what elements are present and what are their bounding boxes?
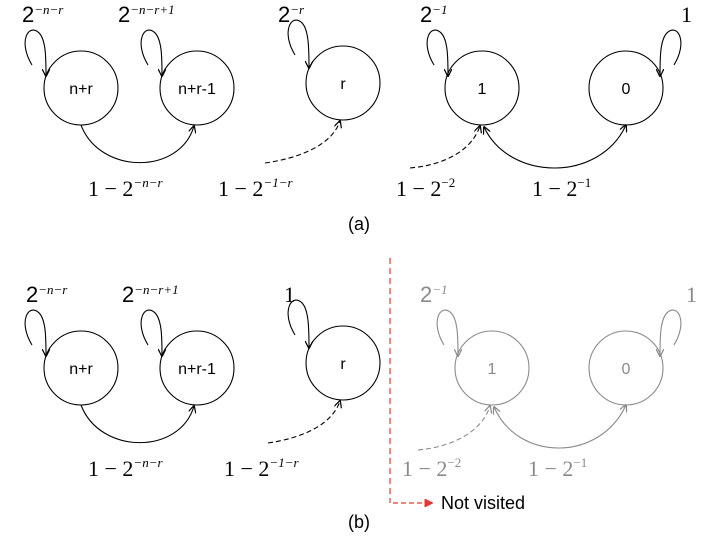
loop-label-b-one: 2−1 (420, 282, 448, 307)
panel-b-caption: (b) (348, 512, 370, 532)
loop-label-b-n-plus-r: 2−n−r (26, 282, 68, 307)
edge-label-b-into-r: 1 − 2−1−r (224, 455, 299, 481)
edge-b-n-plus-r-to-n-plus-r-minus-1 (80, 405, 194, 444)
node-b-n-plus-r-minus-1: n+r-1 (159, 330, 235, 406)
edge-b-zero-to-one (494, 405, 626, 449)
self-loop-a-r (287, 19, 309, 68)
self-loop-b-zero (660, 309, 682, 356)
node-a-r: r (305, 45, 381, 121)
edge-label-a-zero-to-one: 1 − 2−1 (532, 175, 591, 201)
node-label: r (340, 76, 346, 93)
node-label: 0 (622, 361, 631, 378)
loop-label-a-n-plus-r-minus-1: 2−n−r+1 (118, 2, 175, 27)
node-label: 1 (488, 361, 497, 378)
loop-label-a-r: 2−r (278, 2, 305, 27)
edge-a-into-one (409, 126, 480, 169)
not-visited-legend-arrow (389, 498, 432, 503)
panel-b: n+r n+r-1 r 1 0 2−n−r 2−n−r+1 (24, 282, 697, 532)
node-label: n+r (69, 361, 93, 378)
panel-a: n+r n+r-1 r 1 0 2−n−r 2−n−r+1 (22, 2, 692, 234)
self-loop-b-one (436, 309, 458, 356)
self-loop-a-one (426, 29, 448, 76)
node-a-zero: 0 (588, 50, 664, 126)
edge-a-into-r (264, 121, 340, 164)
edge-label-a-into-one: 1 − 2−2 (396, 175, 455, 201)
node-b-zero: 0 (588, 330, 664, 406)
edge-b-into-r (267, 401, 340, 444)
node-a-n-plus-r-minus-1: n+r-1 (159, 50, 235, 126)
panel-a-caption: (a) (348, 214, 370, 234)
self-loop-b-n-plus-r (24, 309, 46, 356)
edge-label-a-n-plus-r: 1 − 2−n−r (88, 175, 163, 201)
not-visited-legend-label: Not visited (441, 493, 525, 513)
loop-label-a-one: 2−1 (420, 2, 448, 27)
node-label: r (340, 356, 346, 373)
self-loop-a-n-plus-r (24, 29, 46, 76)
edge-label-b-zero-to-one: 1 − 2−1 (528, 455, 587, 481)
node-b-one: 1 (454, 330, 530, 406)
node-label: 0 (622, 81, 631, 98)
edge-b-into-one (417, 406, 490, 451)
edge-label-b-n-plus-r: 1 − 2−n−r (88, 455, 163, 481)
node-label: n+r (69, 81, 93, 98)
edge-label-a-into-r: 1 − 2−1−r (218, 175, 293, 201)
loop-label-b-r: 1 (284, 282, 295, 307)
node-b-n-plus-r: n+r (43, 330, 119, 406)
node-label: n+r-1 (178, 81, 216, 98)
loop-label-b-zero: 1 (686, 282, 697, 307)
self-loop-b-n-plus-r-minus-1 (140, 309, 162, 356)
node-a-one: 1 (444, 50, 520, 126)
self-loop-a-n-plus-r-minus-1 (140, 29, 162, 76)
edge-label-b-into-one: 1 − 2−2 (402, 455, 461, 481)
node-a-n-plus-r: n+r (43, 50, 119, 126)
loop-label-a-zero: 1 (681, 2, 692, 27)
self-loop-b-r (287, 299, 309, 348)
edge-a-zero-to-one (484, 125, 626, 169)
edge-a-n-plus-r-to-n-plus-r-minus-1 (80, 125, 194, 164)
node-label: n+r-1 (178, 361, 216, 378)
node-label: 1 (478, 81, 487, 98)
self-loop-a-zero (660, 29, 682, 76)
loop-label-b-n-plus-r-minus-1: 2−n−r+1 (122, 282, 179, 307)
node-b-r: r (305, 325, 381, 401)
loop-label-a-n-plus-r: 2−n−r (22, 2, 64, 27)
